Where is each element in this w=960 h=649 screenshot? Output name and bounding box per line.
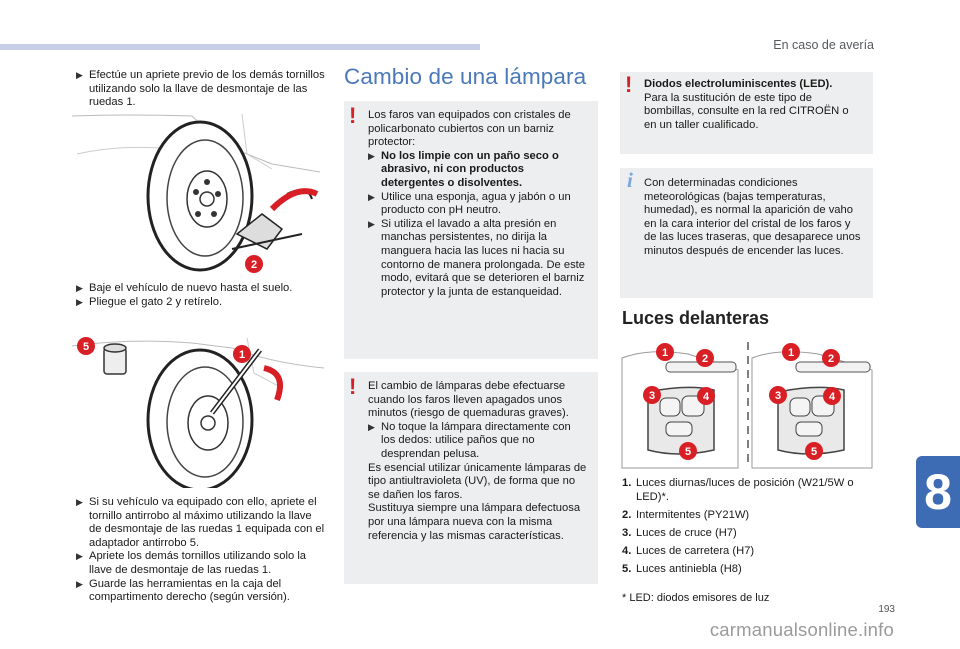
triangle-bullet-icon: ▶ [368, 218, 375, 229]
triangle-bullet-icon: ▶ [76, 283, 83, 293]
wheel-jack-illustration: 2 [72, 114, 322, 274]
callout-wrench: 1 [239, 349, 245, 361]
warning-box-led: ! Diodos electroluminiscentes (LED). Par… [620, 72, 873, 154]
info-box-condensation: i Con determinadas condiciones meteoroló… [620, 168, 873, 298]
section-title: En caso de avería [773, 38, 874, 52]
exclamation-warning-icon: ! [349, 103, 357, 128]
callout-3-right: 3 [775, 390, 781, 402]
callout-4-right: 4 [829, 391, 836, 403]
section-heading: Cambio de una lámpara [344, 64, 587, 89]
step-lower: ▶Baje el vehículo de nuevo hasta el suel… [76, 282, 293, 308]
callout-adapter: 5 [83, 341, 89, 353]
wheel-wrench-illustration: 1 5 [72, 328, 327, 488]
page-number: 193 [878, 604, 895, 615]
callout-2-right: 2 [828, 353, 834, 365]
triangle-bullet-icon: ▶ [76, 70, 83, 80]
callout-1-left: 1 [662, 347, 668, 359]
list-item: 1.Luces diurnas/luces de posición (W21/5… [622, 477, 854, 503]
subsection-heading: Luces delanteras [622, 308, 770, 328]
chapter-tab: 8 [916, 456, 960, 528]
callout-jack: 2 [251, 259, 257, 271]
callout-4-left: 4 [703, 391, 710, 403]
exclamation-warning-icon: ! [349, 374, 357, 399]
info-i-icon: i [627, 168, 633, 192]
headlamp-right [751, 351, 873, 469]
triangle-bullet-icon: ▶ [76, 497, 83, 507]
triangle-bullet-icon: ▶ [76, 578, 83, 589]
footnote: * LED: diodos emisores de luz [622, 592, 770, 604]
callout-5-left: 5 [685, 446, 691, 458]
warning-box-polycarbonate: ! Los faros van equipados con cristales … [344, 101, 598, 359]
headlamp-illustration: 1 2 3 4 5 1 2 3 4 5 [618, 340, 874, 470]
list-item: 2.Intermitentes (PY21W) [622, 509, 750, 521]
exclamation-warning-icon: ! [625, 72, 633, 97]
triangle-bullet-icon: ▶ [368, 150, 375, 161]
triangle-bullet-icon: ▶ [76, 551, 83, 562]
step-pretighten: ▶Efectúe un apriete previo de los demás … [76, 69, 325, 109]
headlamp-left [621, 351, 739, 469]
watermark: carmanualsonline.info [709, 619, 894, 640]
list-item: 3.Luces de cruce (H7) [622, 527, 737, 539]
list-item: 5.Luces antiniebla (H8) [622, 563, 742, 575]
header-bar [0, 44, 480, 50]
triangle-bullet-icon: ▶ [368, 191, 375, 202]
triangle-bullet-icon: ▶ [368, 421, 375, 432]
callout-1-right: 1 [788, 347, 794, 359]
callout-3-left: 3 [649, 390, 655, 402]
callout-5-right: 5 [811, 446, 817, 458]
warning-box-lamp-change: ! El cambio de lámparas debe efectuarse … [344, 372, 598, 584]
callout-2-left: 2 [702, 353, 708, 365]
list-item: 4.Luces de carretera (H7) [622, 545, 755, 557]
step-tighten: ▶Si su vehículo va equipado con ello, ap… [76, 496, 325, 604]
triangle-bullet-icon: ▶ [76, 296, 83, 307]
